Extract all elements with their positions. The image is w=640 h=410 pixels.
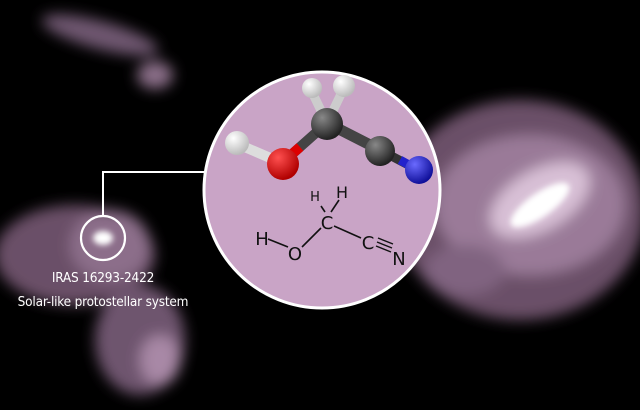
atom-label: H	[336, 183, 348, 202]
atom-label: H	[255, 229, 269, 250]
hydrogen-atom	[333, 75, 355, 97]
source-description: Solar-like protostellar system	[17, 294, 189, 310]
ball-and-stick-model	[225, 75, 433, 184]
atom-label: O	[288, 244, 302, 265]
oxygen-atom	[267, 148, 299, 180]
atom-label: N	[392, 249, 405, 270]
atom-label: C	[362, 233, 375, 254]
atom-label: H	[310, 190, 320, 205]
molecule-inset: H H C H O C N	[202, 70, 442, 310]
nitrogen-atom	[405, 156, 433, 184]
source-highlight-circle	[79, 214, 127, 262]
atom-label: C	[321, 213, 334, 234]
carbon-atom	[365, 136, 395, 166]
connector	[79, 171, 206, 262]
hydrogen-atom	[225, 131, 249, 155]
hydrogen-atom	[302, 78, 322, 98]
source-name: IRAS 16293-2422	[51, 270, 155, 286]
carbon-atom	[311, 108, 343, 140]
structural-formula: H H C H O C N	[255, 183, 406, 270]
